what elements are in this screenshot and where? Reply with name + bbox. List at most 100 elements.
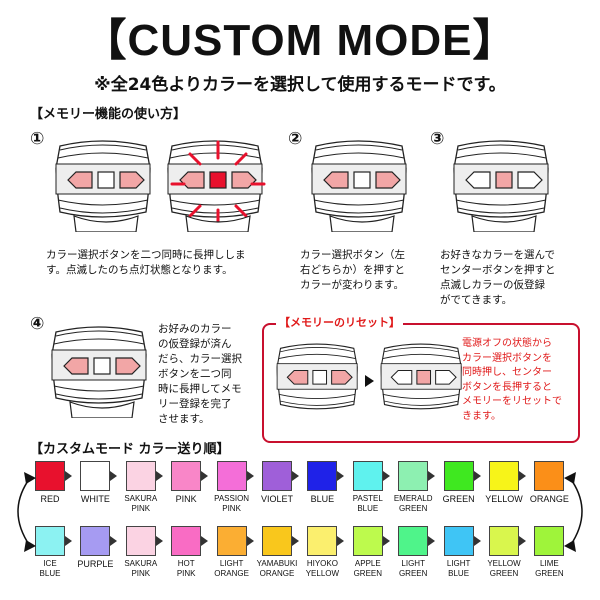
color-swatch (35, 526, 65, 556)
next-arrow-icon (246, 471, 254, 481)
next-arrow-icon (473, 536, 481, 546)
next-arrow-icon (201, 536, 209, 546)
next-arrow-icon (110, 471, 118, 481)
color-swatch-item: PINK (163, 461, 209, 504)
color-swatch-label: RED (27, 494, 73, 504)
reset-after-illustration (380, 343, 462, 410)
color-label-line: ORANGE (214, 569, 249, 578)
color-swatch (307, 461, 338, 491)
step-3-number: ③ (430, 129, 445, 149)
loop-arrow-right-head (564, 472, 576, 484)
color-label-line: HIYOKO (306, 559, 338, 568)
step-2-number: ② (288, 129, 303, 149)
color-label-line: ORANGE (259, 569, 295, 578)
color-label-line: ICE (43, 559, 57, 568)
step-1-line: カラー選択ボタンを二つ同時に長押ししま (46, 249, 246, 261)
next-arrow-icon (155, 536, 163, 546)
color-swatch (307, 526, 338, 556)
color-swatch (80, 526, 111, 556)
color-swatch-label: GREEN (436, 494, 482, 504)
step-3-description: お好きなカラーを選んで センターボタンを押すと 点滅しカラーの仮登録 がでてきま… (440, 248, 590, 308)
step-4-line: 時に長押してメモ (158, 383, 242, 395)
next-arrow-icon (292, 536, 299, 546)
reset-line: きます。 (462, 410, 501, 422)
next-arrow-icon (473, 471, 481, 481)
reset-arrow-icon (365, 375, 374, 387)
color-swatch-label: VIOLET (254, 494, 300, 504)
color-swatch-item: PURPLE (72, 526, 118, 569)
color-label-line: YELLOW (485, 494, 523, 504)
step-4-line: お好みのカラー (158, 323, 232, 335)
color-swatch (216, 461, 247, 491)
color-swatch (35, 461, 65, 491)
color-swatch (398, 461, 429, 491)
memory-reset-box (262, 323, 580, 443)
color-label-line: BLUE (357, 504, 379, 513)
next-arrow-icon (382, 536, 390, 546)
color-label-line: GREEN (398, 504, 428, 513)
color-label-line: ORANGE (529, 494, 569, 504)
color-swatch (489, 461, 519, 491)
step-2-line: カラーが変わります。 (300, 279, 404, 291)
color-label-line: YAMABUKI (256, 559, 298, 568)
color-swatch (171, 526, 202, 556)
memory-reset-label: 【メモリーのリセット】 (276, 314, 403, 330)
color-swatch-item: BLUE (299, 461, 345, 504)
step-4-number: ④ (30, 314, 45, 334)
color-swatch-label: WHITE (72, 494, 118, 504)
step-4-description: お好みのカラー の仮登録が済ん だら、カラー選択 ボタンを二つ同 時に長押してメ… (158, 322, 258, 427)
reset-line: 同時押し、センター (462, 367, 552, 378)
loop-arrow-right-head-bottom (564, 540, 576, 552)
color-swatch-label: PURPLE (72, 559, 118, 569)
step-3-line: お好きなカラーを選んで (440, 249, 555, 261)
color-label-line: PASSION (214, 494, 250, 503)
reset-before-illustration (276, 343, 358, 410)
color-swatch (125, 526, 156, 556)
color-label-line: VIOLET (260, 494, 293, 504)
color-label-line: BLUE (448, 569, 470, 578)
next-arrow-icon (65, 471, 72, 481)
step-2-line: 右どちらか）を押すと (300, 264, 405, 276)
color-label-line: PINK (222, 504, 241, 513)
color-swatch (352, 526, 383, 556)
color-label-line: BLUE (39, 569, 61, 578)
color-swatch-item: VIOLET (254, 461, 300, 504)
color-label-line: PURPLE (77, 559, 114, 569)
step-4-line: させます。 (158, 413, 210, 425)
color-label-line: EMERALD (393, 494, 433, 503)
color-label-line: PASTEL (352, 494, 383, 503)
color-label-line: RED (40, 494, 60, 504)
next-arrow-icon (519, 471, 526, 481)
color-label-line: GREEN (398, 569, 428, 578)
reset-line: ボタンを長押すると (462, 381, 552, 393)
next-arrow-icon (292, 471, 299, 481)
loop-arrow-left-head (24, 472, 36, 484)
color-swatch (125, 461, 156, 491)
next-arrow-icon (428, 536, 436, 546)
color-swatch (443, 461, 474, 491)
memory-section-heading: 【メモリー機能の使い方】 (30, 107, 187, 122)
next-arrow-icon (246, 536, 254, 546)
color-swatch-item: RED (27, 461, 73, 504)
step-3-line: センターボタンを押すと (440, 264, 556, 276)
color-swatch-item: WHITE (72, 461, 118, 504)
color-label-line: GREEN (353, 569, 383, 578)
color-label-line: HOT (177, 559, 195, 568)
step-1-number: ① (30, 129, 45, 149)
step-4-illustration (51, 326, 147, 418)
